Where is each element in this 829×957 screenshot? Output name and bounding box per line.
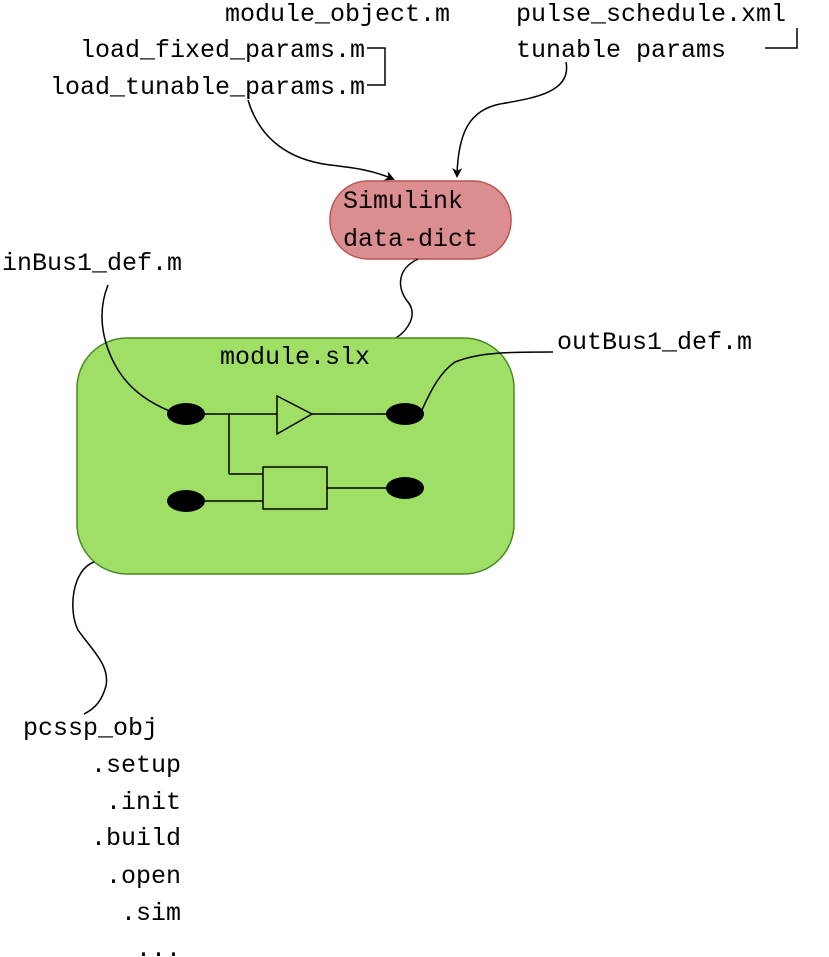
pcssp-method-build: .build [91,824,181,853]
pcssp-method-sim: .sim [121,899,181,928]
pcssp-method-setup: .setup [91,751,181,780]
load-fixed-params-file-label: load_fixed_params.m [80,36,365,65]
data-dict-label-line1: Simulink [343,187,463,216]
tunable-params-label: tunable params [516,36,726,65]
outport-1[interactable] [386,403,424,425]
tunable-to-datadict-arrow [452,61,568,178]
inport-2[interactable] [167,490,205,512]
loader-to-datadict-arrow [247,99,395,181]
tunable-params-bracket [765,28,798,49]
module-object-file-label: module_object.m [225,0,450,29]
loader-bracket [367,47,386,86]
simulink-data-dict-node[interactable] [329,180,512,260]
datadict-to-module-link [395,258,419,339]
inport-1[interactable] [167,403,205,425]
outport-2[interactable] [386,477,424,499]
in-bus-def-file-label: inBus1_def.m [2,249,182,278]
out-bus-def-link [421,351,554,411]
data-dict-label-line2: data-dict [343,225,478,254]
module-to-pcssp-obj-link [72,561,108,715]
load-tunable-params-file-label: load_tunable_params.m [50,73,365,102]
subsystem-block[interactable] [262,466,328,510]
pcssp-method-open: .open [106,862,181,891]
gain-block-triangle[interactable] [276,394,314,436]
out-bus-def-file-label: outBus1_def.m [557,328,752,357]
pcssp-method-more: ... [136,935,181,957]
pcssp-method-init: .init [106,788,181,817]
module-slx-title: module.slx [220,343,370,372]
module-slx-block[interactable] [76,337,515,575]
in-bus-def-link [101,284,173,413]
pcssp-obj-label: pcssp_obj [23,714,158,743]
pulse-schedule-file-label: pulse_schedule.xml [516,0,786,29]
